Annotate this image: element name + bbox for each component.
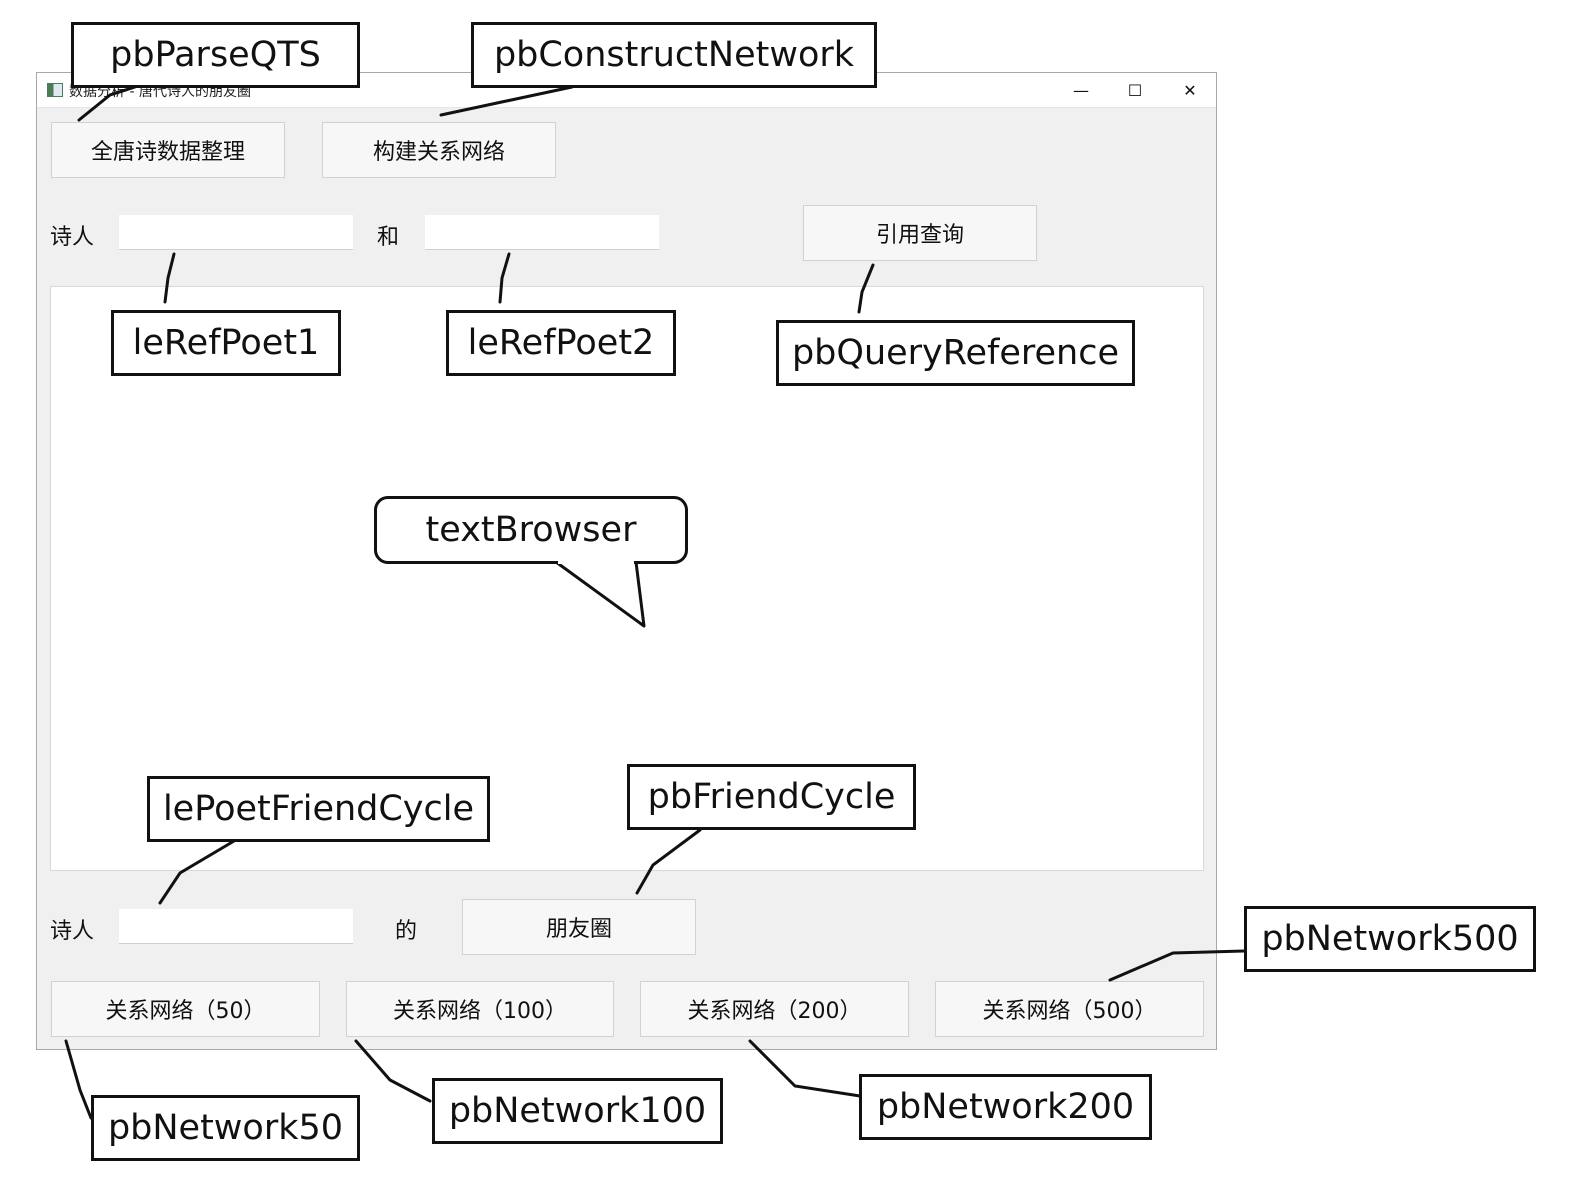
annotation-pbconstructnetwork: pbConstructNetwork bbox=[471, 22, 877, 88]
leader-line-pbnetwork200 bbox=[748, 1039, 862, 1098]
annotation-pbnetwork50: pbNetwork50 bbox=[91, 1095, 360, 1161]
leader-line-pbnetwork100 bbox=[354, 1039, 432, 1103]
leader-line-pbparseqts bbox=[77, 85, 137, 122]
construct-network-button[interactable]: 构建关系网络 bbox=[322, 122, 556, 178]
maximize-icon[interactable]: ☐ bbox=[1127, 80, 1143, 100]
leader-line-pbnetwork500 bbox=[1108, 949, 1246, 982]
annotation-pbnetwork200: pbNetwork200 bbox=[859, 1074, 1152, 1140]
leader-line-pbqueryreference bbox=[857, 263, 875, 314]
minimize-icon[interactable]: — bbox=[1073, 80, 1089, 100]
annotation-pbqueryreference: pbQueryReference bbox=[776, 320, 1135, 386]
parse-qts-button[interactable]: 全唐诗数据整理 bbox=[51, 122, 285, 178]
network-100-button[interactable]: 关系网络（100） bbox=[346, 981, 614, 1037]
query-reference-button[interactable]: 引用查询 bbox=[803, 205, 1037, 261]
annotation-pbnetwork100: pbNetwork100 bbox=[432, 1078, 723, 1144]
friend-of-label: 的 bbox=[395, 919, 418, 944]
annotation-pbparseqts: pbParseQTS bbox=[71, 22, 360, 88]
friend-cycle-button[interactable]: 朋友圈 bbox=[462, 899, 696, 955]
annotation-lerefpoet1: leRefPoet1 bbox=[111, 310, 341, 376]
leader-line-lerefpoet2 bbox=[498, 252, 511, 304]
annotation-lerefpoet2: leRefPoet2 bbox=[446, 310, 676, 376]
network-50-button[interactable]: 关系网络（50） bbox=[51, 981, 320, 1037]
annotation-pbnetwork500: pbNetwork500 bbox=[1244, 906, 1536, 972]
leader-line-pbnetwork50 bbox=[64, 1039, 93, 1120]
annotation-pbfriendcycle: pbFriendCycle bbox=[627, 764, 916, 830]
leader-line-lerefpoet1 bbox=[163, 252, 176, 304]
ref-poet-label: 诗人 bbox=[50, 225, 95, 250]
app-icon bbox=[47, 83, 63, 97]
leader-line-pbfriendcycle bbox=[635, 828, 702, 895]
close-icon[interactable]: ✕ bbox=[1183, 80, 1197, 100]
friend-poet-input[interactable] bbox=[119, 909, 353, 944]
leader-line-lepoetfriendcycle bbox=[158, 839, 236, 905]
network-500-button[interactable]: 关系网络（500） bbox=[935, 981, 1204, 1037]
annotation-textbrowser: textBrowser bbox=[374, 496, 688, 564]
network-200-button[interactable]: 关系网络（200） bbox=[640, 981, 909, 1037]
window-title: 数据分析 - 唐代诗人的朋友圈 bbox=[69, 84, 251, 100]
ref-poet1-input[interactable] bbox=[119, 215, 353, 250]
annotation-lepoetfriendcycle: lePoetFriendCycle bbox=[147, 776, 490, 842]
friend-poet-label: 诗人 bbox=[50, 919, 95, 944]
ref-and-label: 和 bbox=[377, 225, 400, 250]
leader-line-pbconstructnetwork bbox=[439, 85, 574, 117]
ref-poet2-input[interactable] bbox=[425, 215, 659, 250]
